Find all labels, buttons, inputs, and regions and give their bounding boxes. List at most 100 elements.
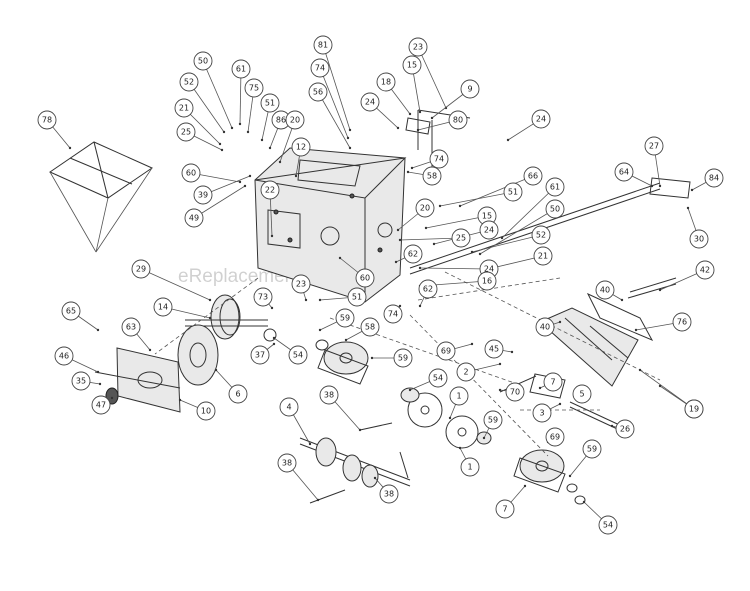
callout-64: 64 xyxy=(614,162,634,182)
callout-26: 26 xyxy=(615,419,635,439)
callout-leader-end xyxy=(686,206,690,210)
callout-leader-end xyxy=(458,446,462,450)
callout-number: 21 xyxy=(538,252,548,261)
callout-number: 23 xyxy=(296,280,306,289)
callout-leader-end xyxy=(418,110,422,114)
callout-balloon xyxy=(598,515,618,535)
callout-balloon xyxy=(347,287,367,307)
callout-80: 80 xyxy=(448,110,468,130)
callout-21: 21 xyxy=(533,246,553,266)
callout-balloon xyxy=(614,162,634,182)
callout-leader-end xyxy=(408,112,412,116)
callout-balloon xyxy=(360,317,380,337)
callout-69: 69 xyxy=(436,341,456,361)
callout-number: 60 xyxy=(186,169,196,178)
callout-balloon xyxy=(615,419,635,439)
callout-number: 59 xyxy=(398,354,408,363)
callout-leader-end xyxy=(448,416,452,420)
callout-balloon xyxy=(244,78,264,98)
callout-balloon xyxy=(355,268,375,288)
callout-balloon xyxy=(505,382,525,402)
callout-10: 10 xyxy=(196,401,216,421)
callout-number: 50 xyxy=(550,205,560,214)
callout-leader-end xyxy=(418,304,422,308)
callout-52: 52 xyxy=(531,225,551,245)
callout-balloon xyxy=(545,177,565,197)
callout-leader-end xyxy=(272,336,276,340)
callout-63: 63 xyxy=(121,317,141,337)
callout-number: 38 xyxy=(384,490,394,499)
callout-leader-line xyxy=(188,81,225,133)
callout-66: 66 xyxy=(523,166,543,186)
callout-number: 59 xyxy=(488,416,498,425)
callout-number: 19 xyxy=(689,405,699,414)
callout-balloon xyxy=(277,453,297,473)
callout-number: 22 xyxy=(265,186,275,195)
callout-60: 60 xyxy=(355,268,375,288)
callout-number: 78 xyxy=(42,116,52,125)
callout-balloon xyxy=(523,166,543,186)
callout-balloon xyxy=(260,180,280,200)
callout-leader-end xyxy=(348,128,352,132)
callout-number: 6 xyxy=(235,390,240,399)
sprockets xyxy=(400,387,492,449)
callout-number: 39 xyxy=(198,191,208,200)
callout-81: 81 xyxy=(313,35,333,55)
callout-22: 22 xyxy=(260,180,280,200)
callout-leader-end xyxy=(316,498,320,502)
callout-19: 19 xyxy=(684,399,704,419)
pulley-and-gear xyxy=(177,294,277,386)
callout-leader-line xyxy=(322,44,351,131)
callout-number: 27 xyxy=(649,142,659,151)
callout-balloon xyxy=(449,386,469,406)
callout-leader-end xyxy=(432,242,436,246)
callout-number: 74 xyxy=(434,155,444,164)
callout-balloon xyxy=(403,244,423,264)
callout-balloon xyxy=(250,345,270,365)
callout-balloon xyxy=(448,110,468,130)
callout-balloon xyxy=(153,297,173,317)
callout-leader-end xyxy=(634,328,638,332)
callout-leader-end xyxy=(96,328,100,332)
callout-balloon xyxy=(535,317,555,337)
callout-leader-end xyxy=(658,288,662,292)
callout-balloon xyxy=(456,362,476,382)
callout-balloon xyxy=(54,346,74,366)
callout-leader-end xyxy=(214,368,218,372)
callout-number: 63 xyxy=(126,323,136,332)
callout-leader-end xyxy=(482,436,486,440)
callout-balloon xyxy=(260,93,280,113)
callout-number: 24 xyxy=(484,265,494,274)
callout-number: 16 xyxy=(482,277,492,286)
callout-number: 35 xyxy=(76,377,86,386)
callout-number: 74 xyxy=(315,64,325,73)
callout-39: 39 xyxy=(193,185,213,205)
callout-leader-line xyxy=(459,175,534,207)
callout-14: 14 xyxy=(153,297,173,317)
callout-leader-line xyxy=(471,234,542,253)
callout-50: 50 xyxy=(545,199,565,219)
callout-leader-end xyxy=(270,306,274,310)
callout-number: 26 xyxy=(620,425,630,434)
gear-shaft-assembly xyxy=(299,422,411,504)
callout-balloon xyxy=(429,149,449,169)
callout-58: 58 xyxy=(422,166,442,186)
callout-20: 20 xyxy=(285,110,305,130)
callout-number: 4 xyxy=(286,403,291,412)
callout-balloon xyxy=(376,72,396,92)
callout-leader-end xyxy=(308,442,312,446)
callout-leader-end xyxy=(430,116,434,120)
callout-leader-end xyxy=(558,402,562,406)
callout-number: 58 xyxy=(427,172,437,181)
callout-number: 7 xyxy=(502,505,507,514)
callout-29: 29 xyxy=(131,259,151,279)
callout-balloon xyxy=(672,312,692,332)
callout-leader-end xyxy=(358,428,362,432)
callout-leader-end xyxy=(498,388,502,392)
callout-leader-end xyxy=(346,136,350,140)
callout-leader-end xyxy=(582,500,586,504)
callout-leader-end xyxy=(248,174,252,178)
callout-25: 25 xyxy=(176,122,196,142)
callout-61: 61 xyxy=(545,177,565,197)
callout-leader-end xyxy=(208,298,212,302)
